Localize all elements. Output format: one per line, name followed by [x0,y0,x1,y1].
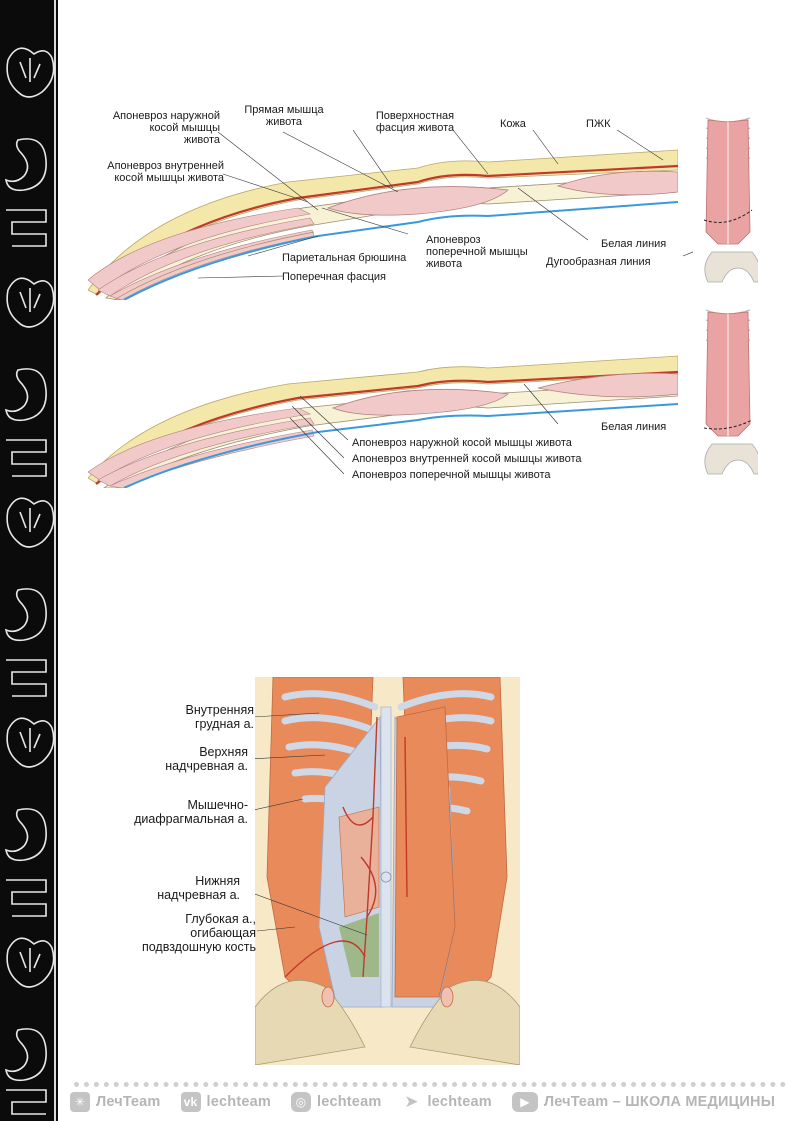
vk-icon: vk [180,1092,201,1112]
footer-brand[interactable]: ЛечTeam [96,1094,161,1110]
footer-youtube-link[interactable]: ЛечTeam – ШКОЛА МЕДИЦИНЫ [543,1094,776,1110]
label-external-oblique-aponeurosis-2: Апоневроз наружной косой мышцы живота [352,437,572,449]
heart-icon [6,277,55,328]
heart-icon [6,717,55,768]
intestine-icon [6,439,47,477]
stomach-icon [4,1028,47,1082]
stomach-icon [4,808,47,862]
stomach-icon [4,368,47,422]
intestine-icon [6,659,47,697]
label-arcuate-line: Дугообразная линия [546,256,651,268]
label-superior-epigastric-artery: Верхняя надчревная а. [165,745,248,773]
label-skin: Кожа [500,118,526,130]
label-internal-thoracic-artery: Внутренняя грудная а. [185,703,254,731]
abdominal-wall-cross-section-below-arcuate-line [88,355,678,488]
telegram-icon: ➤ [404,1092,419,1111]
torso-thumbnail-upper [698,112,758,290]
instagram-icon: ◎ [290,1092,311,1112]
footer-vk-link[interactable]: lechteam [206,1094,271,1110]
label-linea-alba-2: Белая линия [601,421,667,433]
transversalis-fascia-line [123,201,678,300]
rectus-muscle-right [556,170,678,196]
decorative-side-strip [0,0,64,1121]
label-subcutaneous-fat: ПЖК [586,118,611,130]
footer-instagram-link[interactable]: lechteam [316,1094,382,1110]
heart-icon [6,47,55,98]
label-external-oblique-aponeurosis: Апоневроз наружной косой мышцы живота [112,110,220,146]
label-transversalis-fascia: Поперечная фасция [282,271,386,283]
label-internal-oblique-aponeurosis: Апоневроз внутренней косой мышцы живота [107,160,224,184]
abdominal-wall-cross-section-above-arcuate-line [88,130,693,300]
heart-icon [6,937,55,988]
label-inferior-epigastric-artery: Нижняя надчревная а. [157,874,240,902]
torso-thumbnail-lower [698,304,758,482]
label-transversus-aponeurosis-2: Апоневроз поперечной мышцы живота [352,469,551,481]
stomach-icon [4,588,47,642]
intestine-icon [6,209,47,247]
label-superficial-fascia: Поверхностная фасция живота [375,110,455,134]
footer-dotted-divider [74,1082,786,1087]
anterior-abdominal-wall-arteries [255,677,520,1065]
heart-icon [6,497,55,548]
youtube-icon: ▶ [511,1092,538,1112]
label-linea-alba: Белая линия [601,238,667,250]
internal-oblique-muscle [97,217,315,297]
label-transversus-aponeurosis: Апоневроз поперечной мышцы живота [426,234,528,270]
label-internal-oblique-aponeurosis-2: Апоневроз внутренней косой мышцы живота [352,453,582,465]
footer-social-bar: ✳ ЛечTeam vk lechteam ◎ lechteam ➤ lecht… [66,1078,793,1121]
intestine-icon [6,879,47,917]
stomach-icon [4,138,47,192]
label-parietal-peritoneum: Париетальная брюшина [282,252,407,264]
label-musculophrenic-artery: Мышечно- диафрагмальная а. [134,798,248,826]
intestine-icon [6,1089,47,1115]
label-rectus-muscle: Прямая мышца живота [244,104,324,128]
decorative-organs-pattern [4,47,55,1115]
rectus-muscle-left [326,186,509,216]
label-deep-circumflex-iliac-artery: Глубокая а., огибающая подвздошную кость [141,912,256,954]
lechteam-logo-icon: ✳ [70,1092,90,1112]
footer-telegram-link[interactable]: lechteam [427,1094,492,1110]
